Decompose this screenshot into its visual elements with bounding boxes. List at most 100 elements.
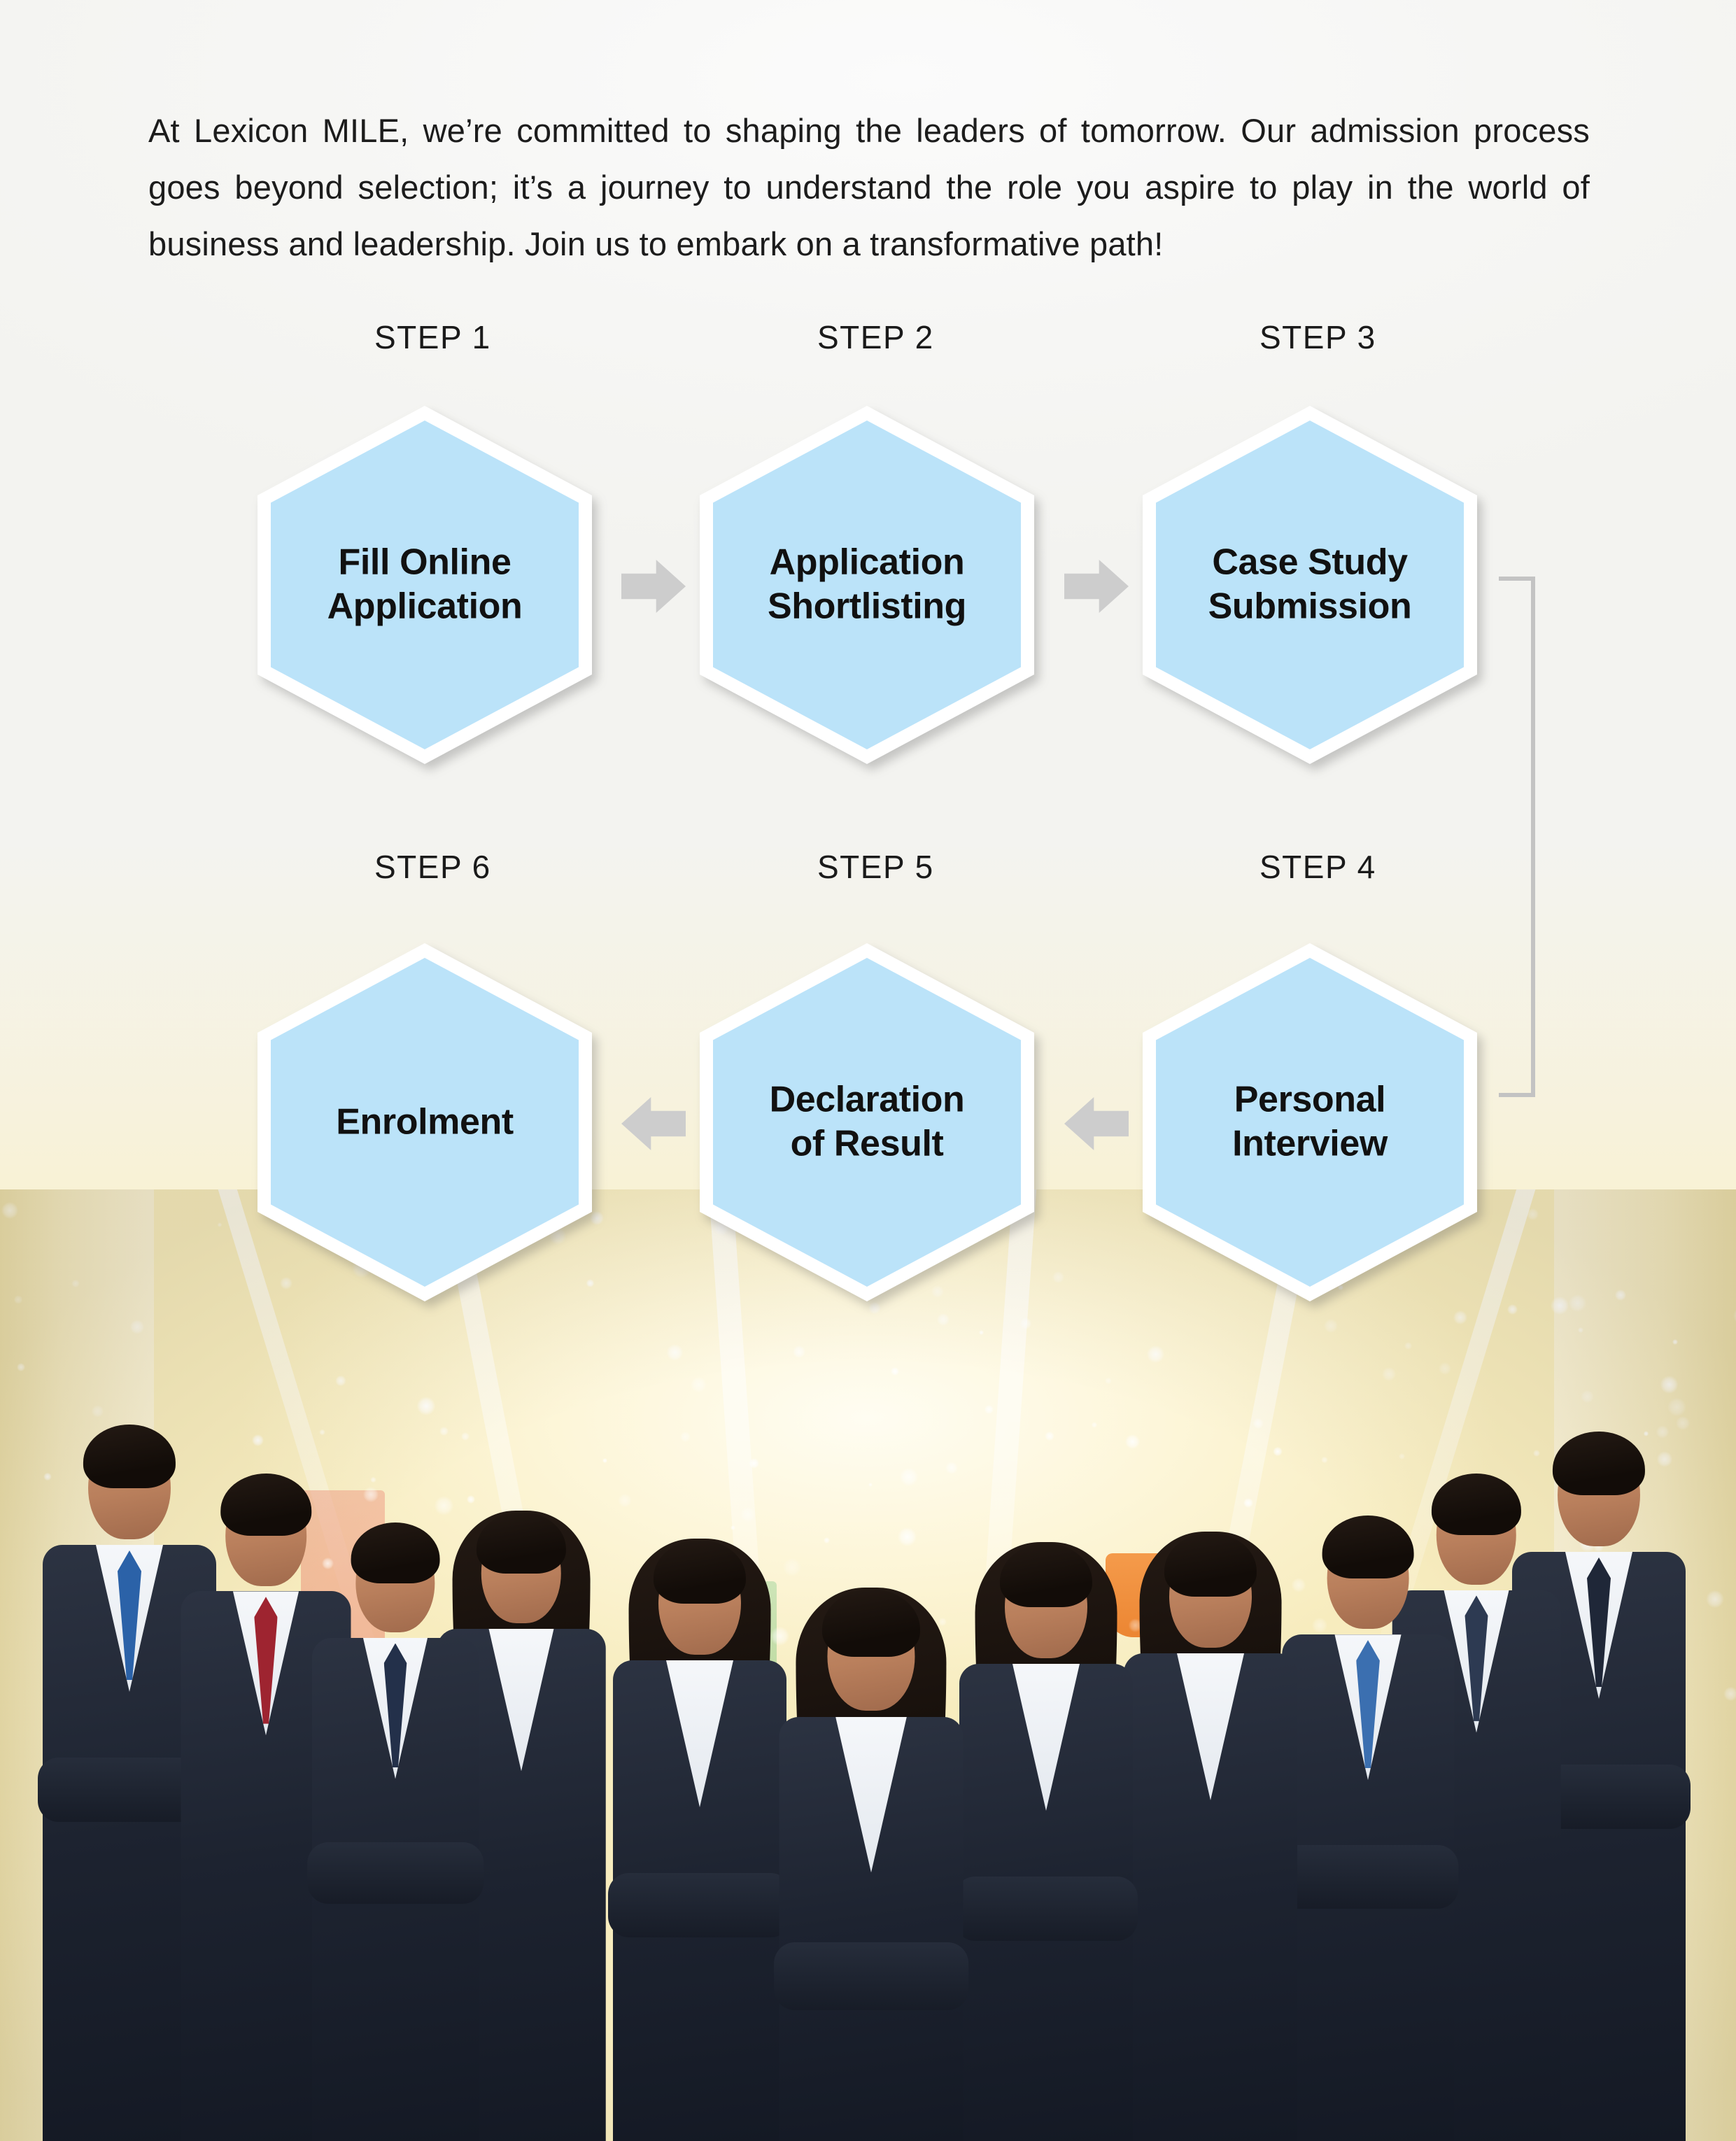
ceiling-light [1273,1447,1283,1457]
hexagon-fill [1156,421,1464,749]
ceiling-light [691,1376,707,1393]
ceiling-light [435,1496,454,1515]
step-node-1[interactable]: Fill Online Application [257,406,592,764]
ceiling-light [1581,1390,1594,1404]
ceiling-light [868,1301,882,1315]
hexagon-fill [713,421,1021,749]
ceiling-light [1453,1310,1468,1324]
ceiling-light [1672,1339,1679,1345]
ceiling-light [1667,1397,1686,1417]
ceiling-light [369,1476,376,1483]
ceiling-light [602,1457,608,1463]
step-node-4-line2: Interview [1232,1124,1388,1164]
arrow-step1-to-step2-icon [621,560,686,613]
step-node-2-label: Application Shortlisting [700,541,1034,630]
ceiling-light [666,1344,684,1361]
student-figure [941,1539,1151,2141]
ceiling-light [945,1461,958,1474]
ceiling-light [1577,1327,1584,1334]
ceiling-light [1506,1303,1518,1315]
ceiling-light [439,1426,449,1436]
hexagon-fill [271,958,579,1287]
step-label-1: STEP 1 [374,319,491,355]
arrow-step2-to-step3-icon [1064,560,1129,613]
ceiling-light [978,1329,985,1336]
ceiling-light [1125,1434,1140,1449]
student-figure [595,1536,805,2141]
arrow-step4-to-step5-icon [1064,1097,1129,1150]
step-node-3-label: Case Study Submission [1143,541,1477,630]
step-node-4-label: Personal Interview [1143,1078,1477,1167]
ceiling-light [416,1397,436,1415]
ceiling-light [1381,1366,1397,1382]
ceiling-light [890,1366,899,1376]
step-node-6-label: Enrolment [257,1100,592,1144]
step-node-3[interactable]: Case Study Submission [1143,406,1477,764]
step-label-4: STEP 4 [1259,849,1376,885]
ceiling-light [740,1506,756,1522]
students-group-photo [0,1189,1736,2141]
hair [821,1589,921,1658]
hair [351,1522,440,1584]
step-node-2-line1: Application [769,542,965,583]
ceiling-light [897,1527,917,1546]
ceiling-light [1019,1317,1032,1329]
intro-paragraph: At Lexicon MILE, we’re committed to shap… [148,112,1590,262]
hair [83,1425,176,1489]
ceiling-light [823,1536,830,1543]
ceiling-light [13,1295,23,1304]
admission-flow-diagram: STEP 1 STEP 2 STEP 3 Fill Online Applica… [257,319,1535,1301]
hair [476,1511,567,1574]
ceiling-light [1092,1422,1098,1428]
ceiling-light [1660,1376,1679,1394]
step-node-4[interactable]: Personal Interview [1143,943,1477,1301]
folded-arms [307,1842,484,1905]
hexagon-fill [713,958,1021,1287]
student-figure [295,1518,496,2141]
ceiling-light [936,1313,950,1327]
ceiling-light [1706,1590,1724,1609]
ceiling-light [1526,1208,1539,1221]
step-label-2: STEP 2 [817,319,934,355]
step-node-5-line1: Declaration [769,1079,965,1120]
ceiling-light [1675,1416,1690,1431]
ceiling-light [1321,1456,1328,1464]
ceiling-light [793,1345,806,1359]
hair [1322,1515,1414,1579]
step-label-3: STEP 3 [1259,319,1376,355]
step-node-2[interactable]: Application Shortlisting [700,406,1034,764]
ceiling-light [16,1363,25,1371]
student-figure [1264,1511,1472,2141]
ceiling-light [91,1405,104,1418]
folded-arms [774,1942,968,2011]
connector-step3-to-step4-top [1499,577,1535,581]
ceiling-light [129,1320,145,1334]
step-node-6[interactable]: Enrolment [257,943,592,1301]
ceiling-light [1252,1418,1264,1429]
ceiling-light [782,1557,801,1576]
ceiling-light [1614,1289,1627,1301]
ceiling-light [321,1557,334,1569]
hair [653,1540,747,1604]
ceiling-light [868,1483,873,1488]
step-node-5[interactable]: Declaration of Result [700,943,1034,1301]
folded-arms [608,1873,791,1937]
ceiling-light [1569,1294,1587,1312]
hair [999,1543,1093,1608]
ceiling-light [1105,1377,1112,1385]
ceiling-light [938,1618,947,1626]
ceiling-light [1656,1425,1670,1439]
ceiling-light [1337,1285,1343,1291]
ceiling-light [1,1202,18,1219]
ceiling-light [1128,1618,1142,1632]
step-node-5-line2: of Result [790,1124,944,1164]
connector-step3-to-step4-vertical [1531,577,1535,1097]
connector-step3-to-step4-bottom [1499,1093,1535,1097]
ceiling-light [1312,1618,1328,1634]
ceiling-light [1733,1306,1736,1325]
step-node-4-line1: Personal [1234,1079,1386,1120]
ceiling-light [1550,1296,1569,1315]
ceiling-light [1643,1431,1649,1436]
step-node-2-line2: Shortlisting [767,586,967,627]
arrow-step5-to-step6-icon [621,1097,686,1150]
